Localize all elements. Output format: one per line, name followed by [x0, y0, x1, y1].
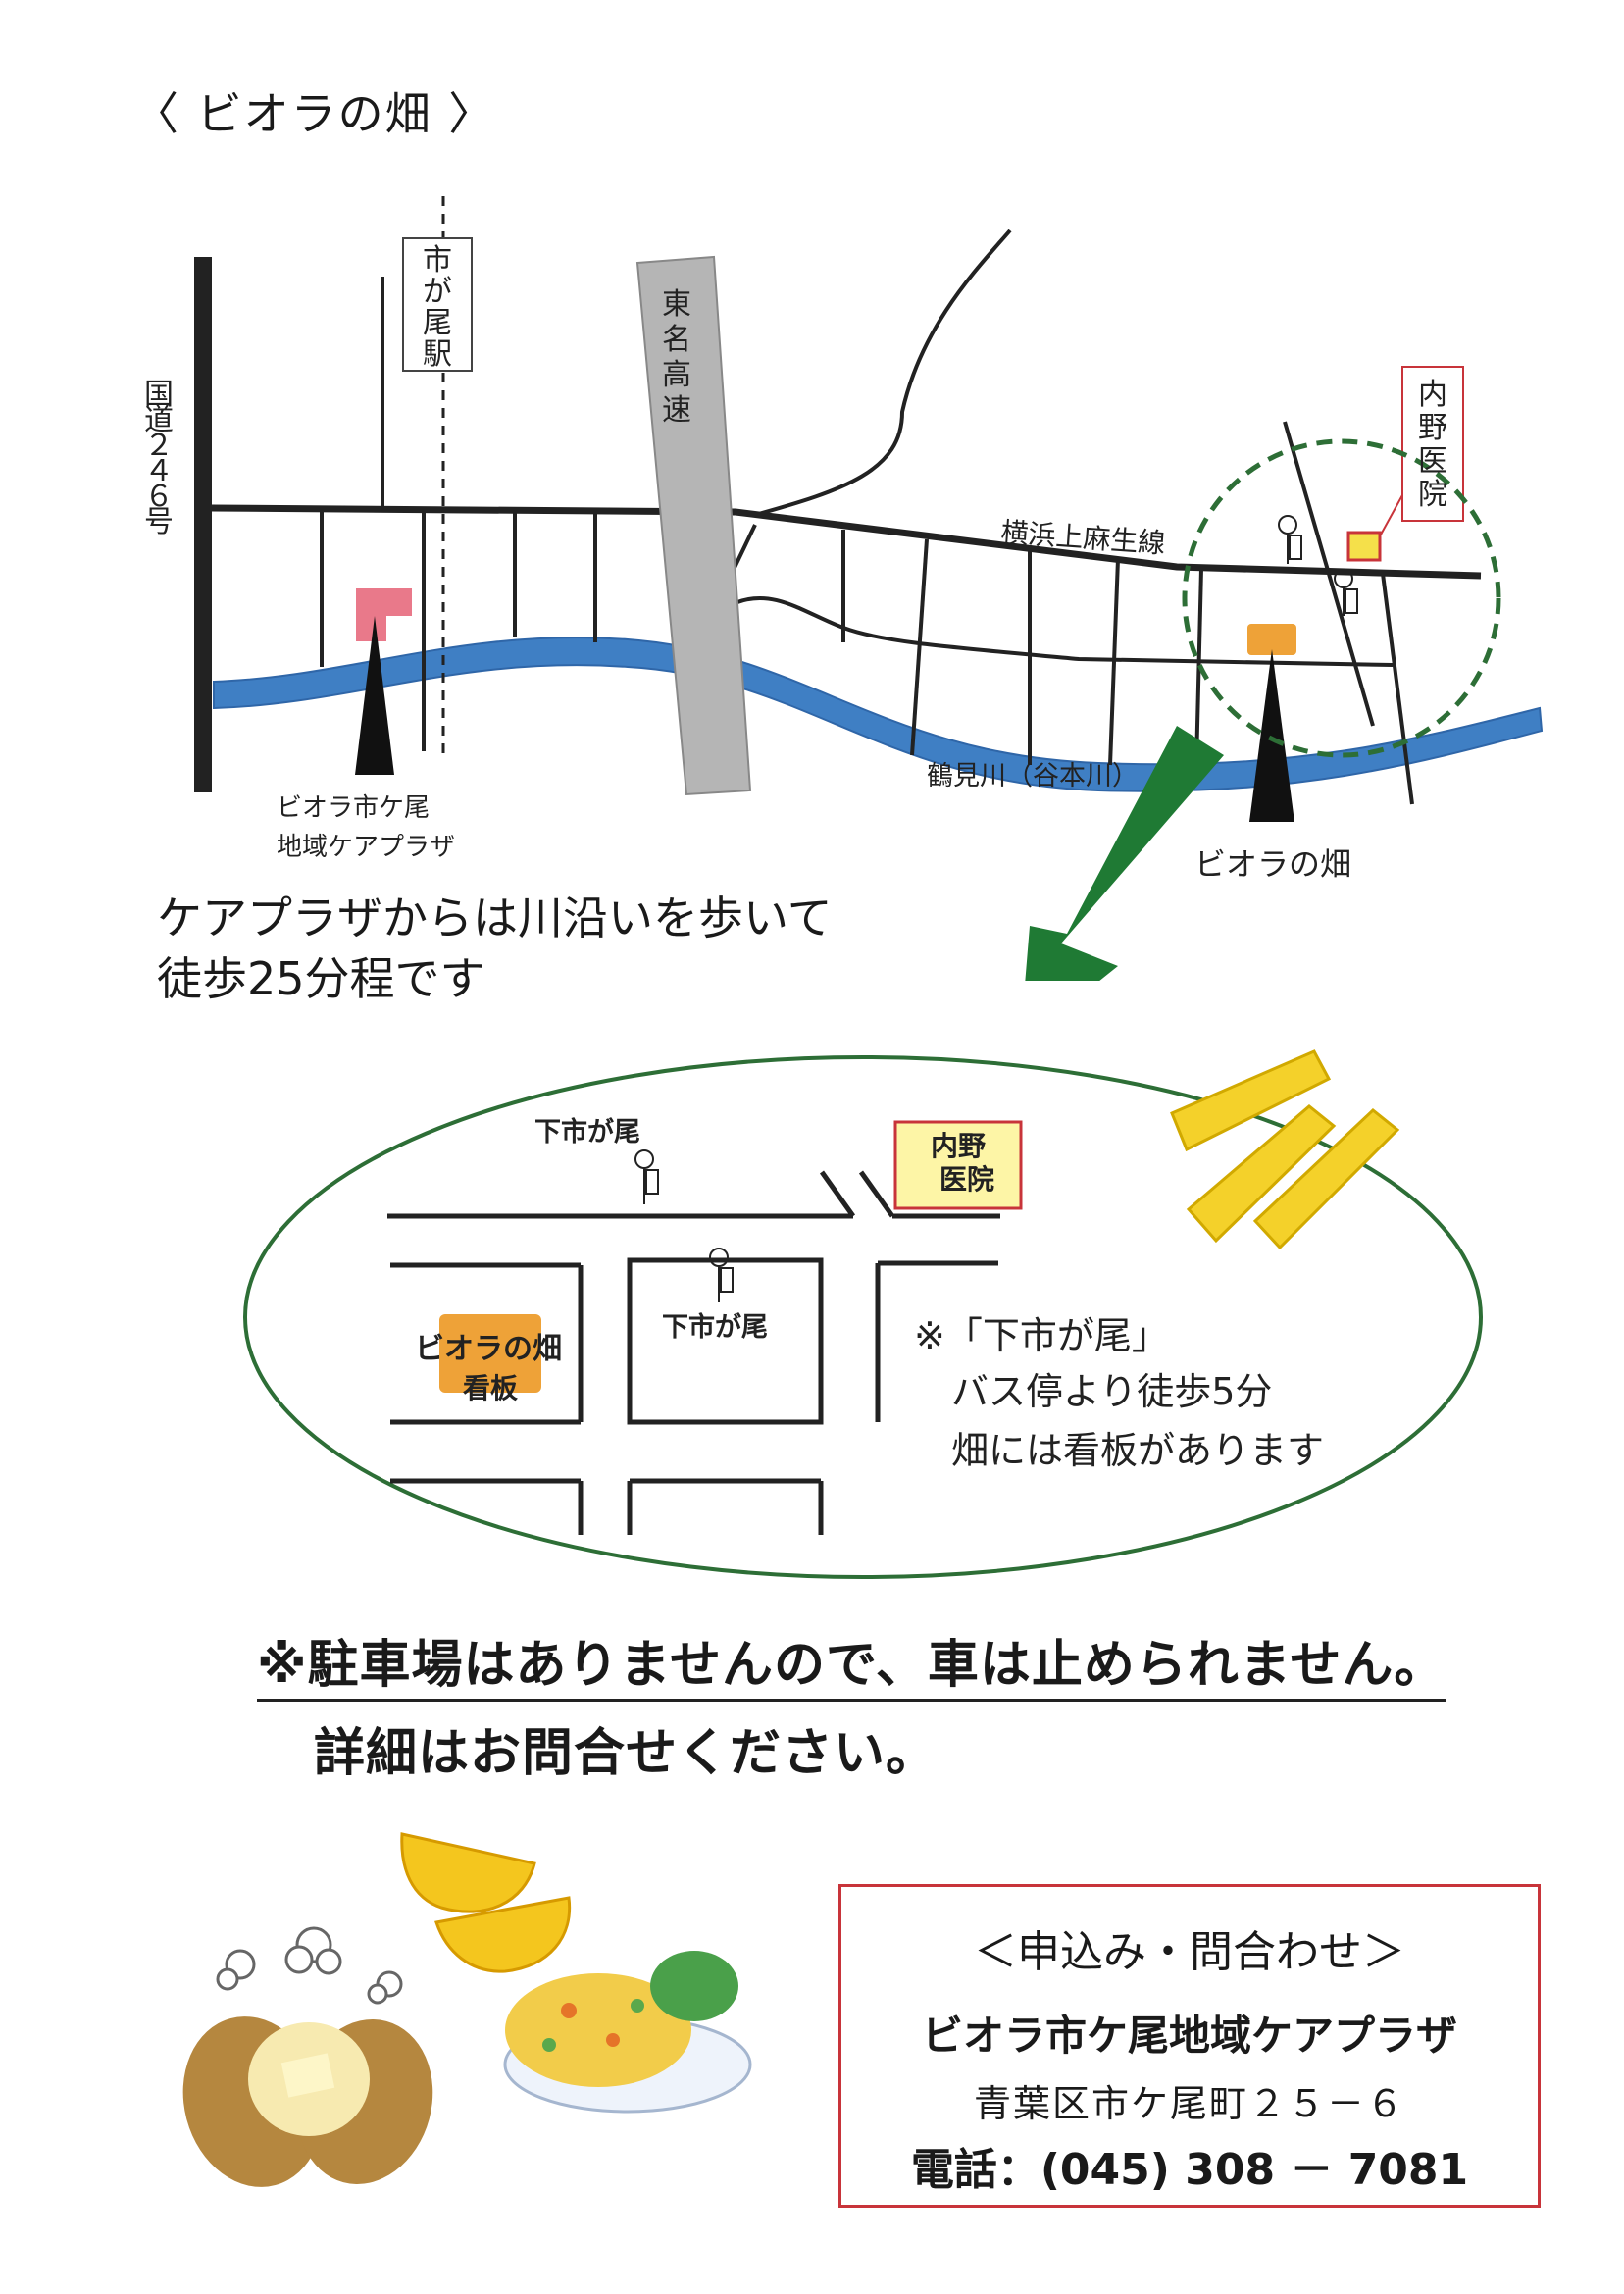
focus-circle	[1182, 438, 1501, 758]
care-plaza-label-1: ビオラ市ケ尾	[277, 793, 430, 823]
care-plaza-pointer	[355, 616, 394, 775]
vertical-char: が	[423, 275, 452, 309]
bus-stop-mid-label: 下市が尾	[662, 1311, 768, 1343]
hospital-label: 内野医院	[1418, 378, 1447, 512]
station-label: 市が尾駅	[423, 243, 452, 372]
bus-stop-top-label: 下市が尾	[534, 1116, 640, 1147]
route-246-road	[194, 257, 212, 792]
bus-stop-icon	[634, 1149, 734, 1302]
field-sign-line: 看板	[463, 1372, 518, 1404]
page-title: 〈 ビオラの畑 〉	[133, 87, 496, 140]
detail-map: 下市が尾 下市が尾 内野 医院 ビオラの畑 看板 ※「下市が尾」 バス停より徒歩…	[243, 1049, 1483, 1579]
expressway-label: 東名高速	[662, 287, 691, 428]
route-246-label: 国道２４６号	[144, 378, 174, 539]
hospital-marker	[1346, 531, 1382, 562]
river	[213, 637, 1544, 792]
contact-address: 青葉区市ケ尾町２５－６	[973, 2082, 1405, 2125]
field-marker	[1247, 624, 1296, 655]
detail-note-line: 畑には看板があります	[951, 1429, 1324, 1472]
contact-heading: ＜申込み・問合わせ＞	[974, 1927, 1405, 1977]
vertical-char: 号	[144, 505, 174, 539]
detail-hospital-line: 内野	[931, 1130, 986, 1162]
contact-tel: 電話：(045) 308 － 7081	[910, 2145, 1469, 2195]
vertical-char: ４	[144, 454, 174, 488]
fries-illustration	[1170, 1049, 1400, 1250]
field-pointer	[1249, 649, 1294, 822]
vertical-char: 東	[662, 287, 691, 322]
vertical-char: 医	[1418, 444, 1447, 479]
vertical-char: 野	[1418, 411, 1447, 445]
vertical-char: 市	[423, 243, 452, 278]
parking-note: ※駐車場はありませんので、車は止められません。	[257, 1623, 1446, 1702]
direction-arrow	[1025, 726, 1224, 981]
detail-note: 詳細はお問合せください。	[314, 1724, 939, 1783]
detail-note-line: ※「下市が尾」	[914, 1314, 1169, 1357]
potato-wedges-icon	[400, 1832, 572, 1973]
potato-salad-icon	[503, 1951, 752, 2114]
area-map: 市が尾駅 国道２４６号 東名高速 内野医院 横浜上麻生線 鶴見川（谷本川） ビオ…	[144, 196, 1544, 981]
vertical-char: 速	[662, 393, 691, 428]
care-plaza-marker	[356, 588, 412, 641]
food-illustration	[182, 1832, 752, 2187]
field-label: ビオラの畑	[1194, 845, 1351, 883]
detail-hospital-box	[893, 1120, 1023, 1210]
vertical-char: 国	[144, 378, 174, 412]
detail-hospital-line: 医院	[939, 1163, 994, 1196]
detail-streets	[387, 1170, 1000, 1535]
vertical-char: 内	[1418, 378, 1447, 412]
vertical-char: 院	[1418, 478, 1447, 512]
detail-note-line: バス停より徒歩5分	[951, 1370, 1272, 1413]
walk-note-line: ケアプラザからは川沿いを歩いて	[157, 892, 833, 944]
walk-note: ケアプラザからは川沿いを歩いて 徒歩25分程です	[157, 888, 833, 1009]
vertical-char: 駅	[423, 337, 452, 372]
field-sign-line: ビオラの畑	[415, 1332, 562, 1366]
vertical-char: ６	[144, 480, 174, 514]
expressway	[635, 255, 752, 796]
contact-box: ＜申込み・問合わせ＞ ビオラ市ケ尾地域ケアプラザ 青葉区市ケ尾町２５－６ 電話：…	[838, 1884, 1541, 2208]
hospital-label-box	[1401, 366, 1464, 522]
steam-icon	[216, 1926, 403, 2005]
detail-ellipse	[243, 1055, 1483, 1579]
vertical-char: 高	[662, 358, 691, 392]
field-sign-box	[439, 1314, 541, 1393]
vertical-char: 尾	[423, 306, 452, 340]
contact-org: ビオラ市ケ尾地域ケアプラザ	[921, 2012, 1457, 2060]
vertical-char: ２	[144, 429, 174, 463]
bus-stop-icon	[1278, 515, 1358, 616]
station-box	[402, 237, 473, 372]
care-plaza-label-2: 地域ケアプラザ	[277, 833, 455, 862]
walk-note-line: 徒歩25分程です	[157, 952, 485, 1005]
vertical-char: 道	[144, 403, 174, 437]
baked-potato-icon	[182, 2016, 433, 2187]
river-label: 鶴見川（谷本川）	[927, 761, 1139, 791]
vertical-char: 名	[662, 323, 691, 357]
